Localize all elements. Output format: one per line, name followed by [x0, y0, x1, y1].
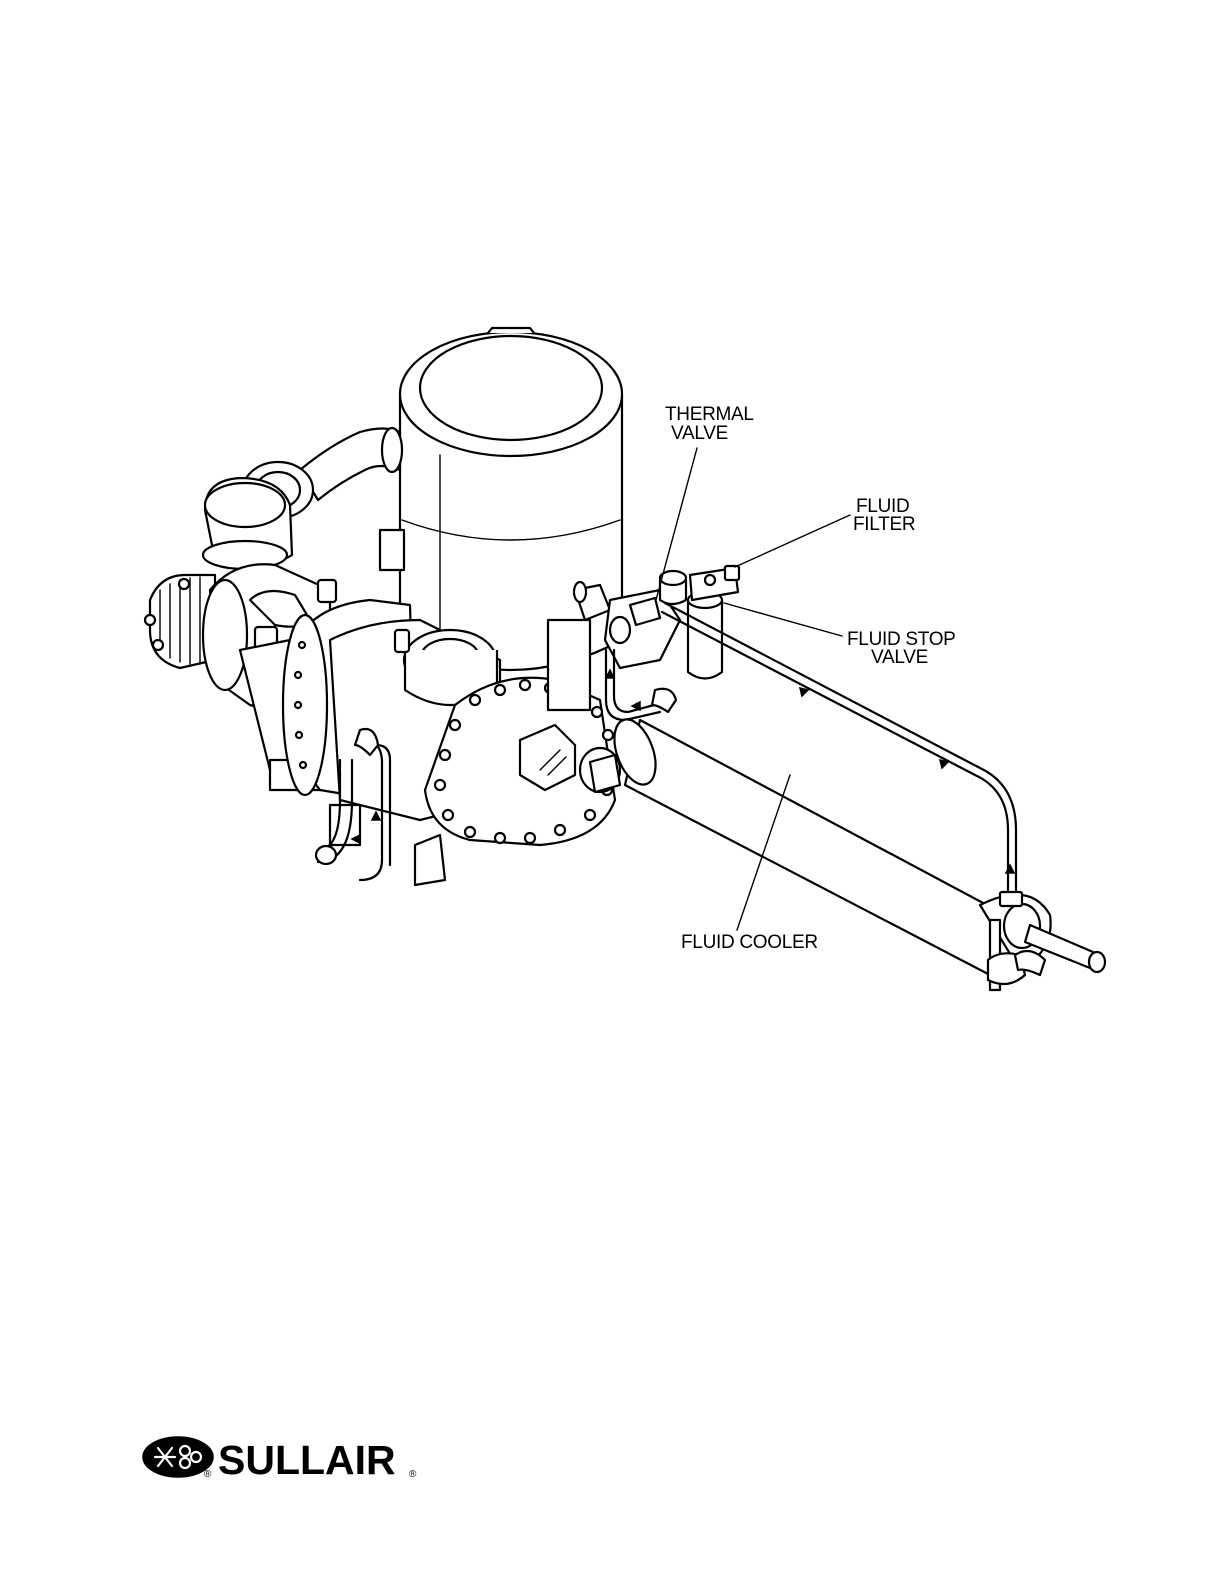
sullair-logo: ® SULLAIR ®: [143, 1437, 417, 1483]
label-fluid-cooler: FLUID COOLER: [681, 932, 818, 953]
discharge-pipe: [203, 428, 402, 569]
logo-registered-mark-left: ®: [204, 1469, 212, 1480]
logo-emblem-icon: [143, 1437, 213, 1477]
label-stopvalve-line2: VALVE: [871, 647, 928, 668]
fluid-filter: [688, 566, 739, 679]
label-filter-line2: FILTER: [853, 514, 915, 535]
label-thermal-line1: THERMAL: [665, 404, 754, 425]
label-thermal-line2: VALVE: [671, 423, 728, 444]
leader-fluid-stop-valve: [724, 603, 842, 636]
leader-fluid-filter: [735, 515, 850, 567]
logo-registered-mark-right: ®: [409, 1469, 417, 1480]
logo-brand-text: SULLAIR: [218, 1437, 396, 1483]
